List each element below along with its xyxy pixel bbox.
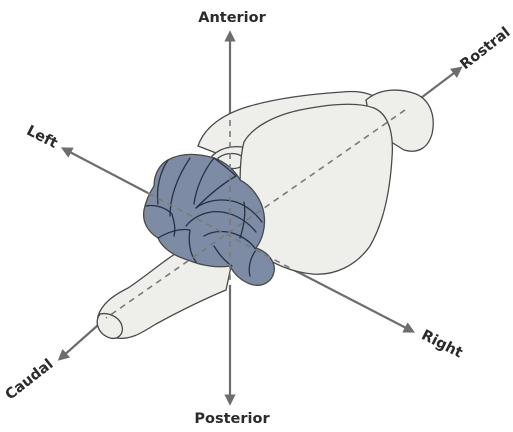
right-arrow (290, 268, 410, 330)
left-arrow (66, 150, 148, 193)
brain (97, 90, 433, 338)
right-label: Right (419, 327, 465, 361)
rostral-label: Rostral (458, 25, 513, 74)
posterior-label: Posterior (194, 411, 270, 427)
right-hemisphere (240, 104, 392, 274)
left-label: Left (24, 123, 60, 152)
anterior-label: Anterior (198, 10, 266, 26)
caudal-label: Caudal (3, 356, 57, 403)
